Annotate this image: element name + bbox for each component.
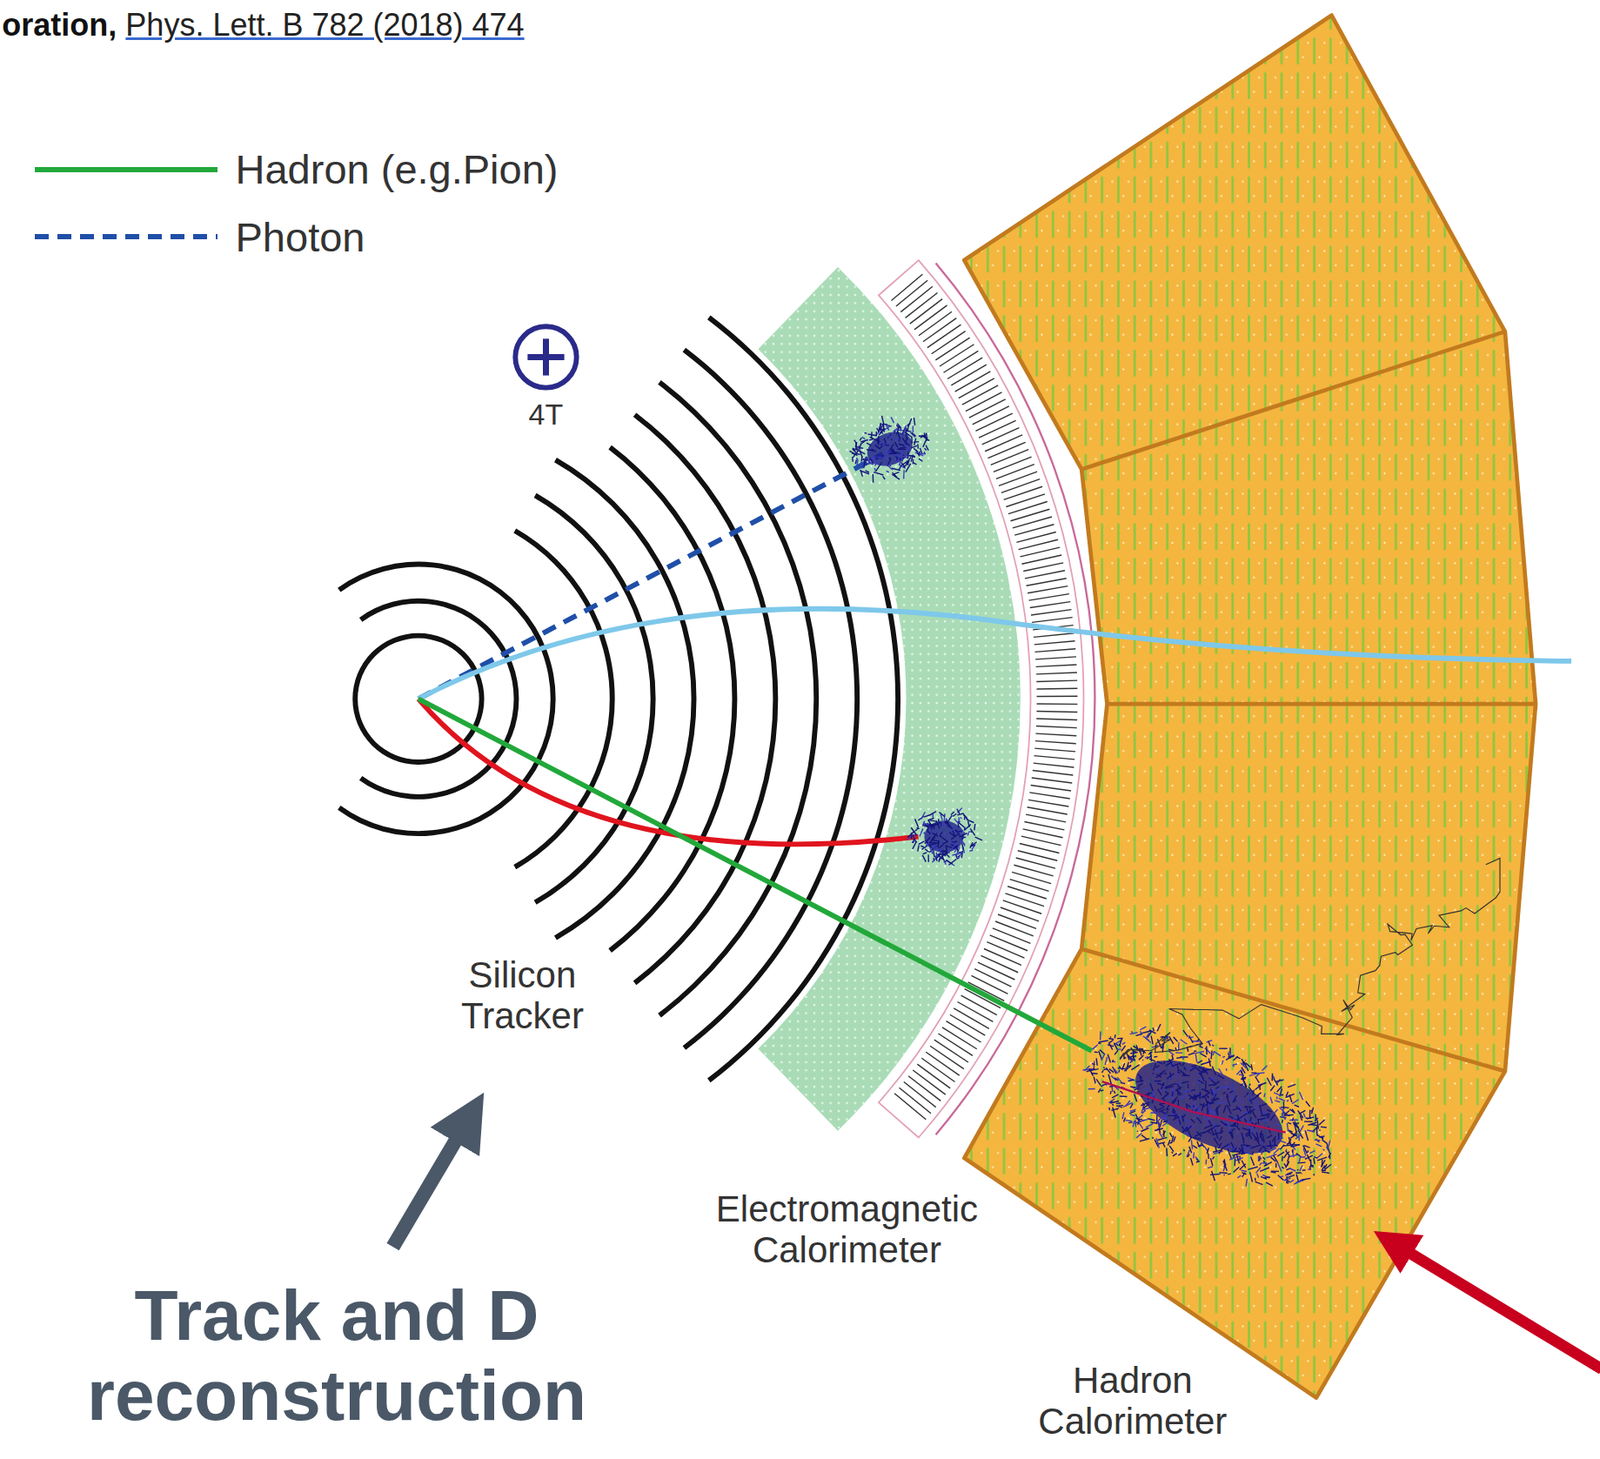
- legend-text: Hadron (e.g.Pion): [235, 145, 559, 194]
- callout-text: Track and D reconstruction: [23, 1275, 650, 1436]
- legend-entry: Hadron (e.g.Pion): [33, 143, 559, 196]
- energy-deposits: [841, 403, 1500, 1224]
- particle-tracks: [418, 454, 1572, 1052]
- part-label: Silicon Tracker: [439, 954, 605, 1037]
- magnetic-field-symbol: [515, 326, 576, 388]
- legend-entry: Photon: [33, 210, 366, 263]
- citation-author: oration,: [1, 7, 117, 43]
- part-label: Electromagnetic Calorimeter: [685, 1188, 1008, 1271]
- hcal-wedges: [964, 15, 1536, 1399]
- photon-line-sample: [33, 210, 221, 263]
- citation-reference: Phys. Lett. B 782 (2018) 474: [125, 7, 524, 43]
- part-label: Hadron Calorimeter: [1015, 1359, 1251, 1442]
- hadron-line-sample: [33, 143, 221, 196]
- legend-text: Photon: [235, 213, 366, 262]
- field-strength: 4T: [510, 397, 581, 431]
- pointer-arrow: [1392, 1242, 1600, 1369]
- pointer-arrow: [393, 1117, 470, 1247]
